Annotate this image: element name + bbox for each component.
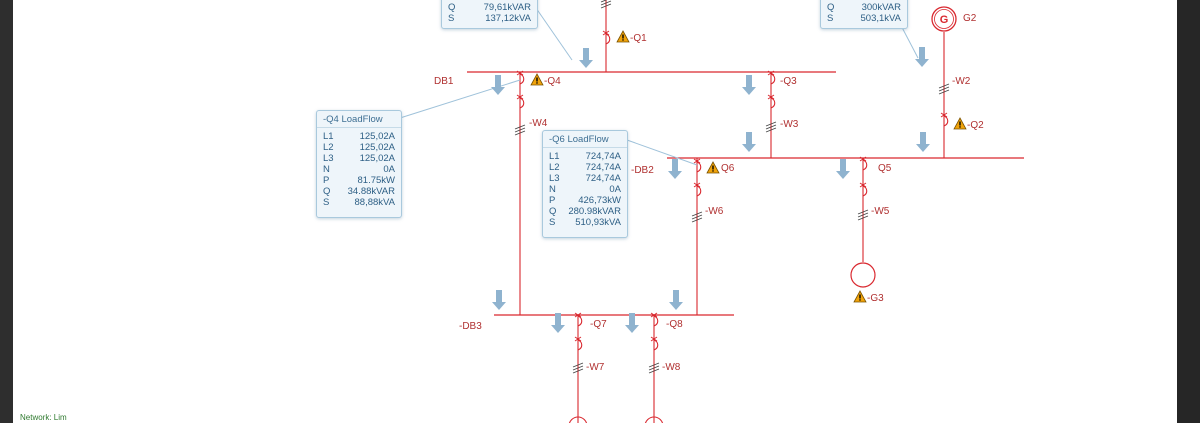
panel-value: 34.88kVAR [347, 186, 395, 197]
feeder-q4-w4[interactable] [514, 70, 526, 315]
warning-icon [853, 290, 867, 303]
loadflow-panel-q4[interactable]: -Q4 LoadFlow L1 125,02A L2 125,02A L3 125,0… [316, 110, 402, 218]
label-q4: -Q4 [544, 76, 561, 87]
flow-arrow-icon [579, 48, 593, 68]
label-w7: -W7 [586, 362, 605, 373]
panel-value: 79,61kVAR [483, 2, 531, 13]
panel-value: 0A [609, 184, 621, 195]
label-w2: -W2 [952, 76, 971, 87]
panel-key: S [549, 217, 556, 228]
warning-icon [953, 117, 967, 130]
panel-key: N [323, 164, 330, 175]
panel-value: 125,02A [359, 131, 395, 142]
flow-arrow-icon [916, 132, 930, 152]
generator-g2-symbol: G [940, 14, 949, 26]
panel-value: 300kVAR [861, 2, 901, 13]
feeder-q1[interactable] [600, 0, 612, 72]
feeder-q3-w3[interactable] [765, 70, 777, 158]
panel-title: -Q4 LoadFlow [317, 111, 401, 128]
left-frame [0, 0, 13, 423]
label-q8: -Q8 [666, 319, 683, 330]
flow-arrow-icon [742, 132, 756, 152]
feeder-q5-w5[interactable] [857, 156, 869, 262]
status-text: Network: Lim [20, 413, 67, 422]
panel-title: -Q6 LoadFlow [543, 131, 627, 148]
label-w8: -W8 [662, 362, 681, 373]
feeder-g2[interactable] [938, 32, 950, 158]
label-w6: -W6 [705, 206, 724, 217]
label-q3: -Q3 [780, 76, 797, 87]
label-q5: Q5 [878, 163, 892, 174]
loadflow-panel-q6[interactable]: -Q6 LoadFlow L1 724,74A L2 724,74A L3 724,7… [542, 130, 628, 238]
panel-value: 125,02A [359, 153, 395, 164]
panel-value: 88,88kVA [354, 197, 396, 208]
panel-value: 137,12kVA [485, 13, 531, 24]
panel-value: 724,74A [585, 173, 621, 184]
panel-value: 426,73kW [578, 195, 621, 206]
feeder-q8-w8[interactable] [644, 312, 664, 423]
flow-arrow-icon [742, 75, 756, 95]
panel-key: L1 [549, 151, 560, 162]
panel-value: 510,93kVA [575, 217, 621, 228]
label-g3: -G3 [867, 293, 884, 304]
panel-key: L3 [323, 153, 334, 164]
label-w3: -W3 [780, 119, 799, 130]
panel-key: S [323, 197, 330, 208]
label-db3: -DB3 [459, 321, 482, 332]
panel-key: P [323, 175, 330, 186]
panel-value: 503,1kVA [860, 13, 902, 24]
warning-icon [530, 73, 544, 86]
panel-key: P [549, 195, 556, 206]
panel-value: 125,02A [359, 142, 395, 153]
panel-value: 0A [383, 164, 395, 175]
label-q2: -Q2 [967, 120, 984, 131]
label-w5: -W5 [871, 206, 890, 217]
panel-key: Q [448, 2, 456, 13]
single-line-diagram: -Q1 DB1 -Q4 -Q3 -W4 -W3 G2 G -W2 -Q2 -DB… [399, 0, 1024, 423]
feeder-q7-w7[interactable] [568, 312, 588, 423]
panel-value: 81.75kW [357, 175, 396, 186]
panel-key: L2 [323, 142, 334, 153]
panel-key: Q [827, 2, 835, 13]
label-db1: DB1 [434, 76, 454, 87]
loadflow-panel-top-left[interactable]: Q 79,61kVAR S 137,12kVA [441, 0, 538, 29]
panel-key: Q [323, 186, 331, 197]
panel-key: L3 [549, 173, 560, 184]
label-w4: -W4 [529, 118, 548, 129]
panel-value: 724,74A [585, 162, 621, 173]
feeder-q6-w6[interactable] [691, 158, 703, 315]
panel-key: Q [549, 206, 557, 217]
label-q7: -Q7 [590, 319, 607, 330]
diagram-canvas[interactable]: -Q1 DB1 -Q4 -Q3 -W4 -W3 G2 G -W2 -Q2 -DB… [13, 0, 1177, 423]
label-q6: Q6 [721, 163, 735, 174]
panel-value: 280.98kVAR [568, 206, 621, 217]
label-g2: G2 [963, 13, 977, 24]
panel-key: S [448, 13, 455, 24]
panel-value: 724,74A [585, 151, 621, 162]
warning-icon [706, 161, 720, 174]
panel-key: L1 [323, 131, 334, 142]
label-db2: -DB2 [631, 165, 654, 176]
generator-g3[interactable] [850, 262, 876, 288]
loadflow-panel-top-right[interactable]: Q 300kVAR S 503,1kVA [820, 0, 908, 29]
flow-arrow-icon [836, 159, 850, 179]
flow-arrow-icon [668, 159, 682, 179]
flow-arrow-icon [669, 290, 683, 310]
flow-arrow-icon [492, 290, 506, 310]
panel-key: N [549, 184, 556, 195]
panel-key: S [827, 13, 834, 24]
flow-arrow-icon [625, 313, 639, 333]
label-q1: -Q1 [630, 33, 647, 44]
warning-icon [616, 30, 630, 43]
panel-connector-lines [399, 7, 919, 166]
right-scrollbar-area[interactable] [1177, 0, 1200, 423]
flow-arrow-icon [551, 313, 565, 333]
generator-g2[interactable] [931, 6, 957, 32]
panel-key: L2 [549, 162, 560, 173]
